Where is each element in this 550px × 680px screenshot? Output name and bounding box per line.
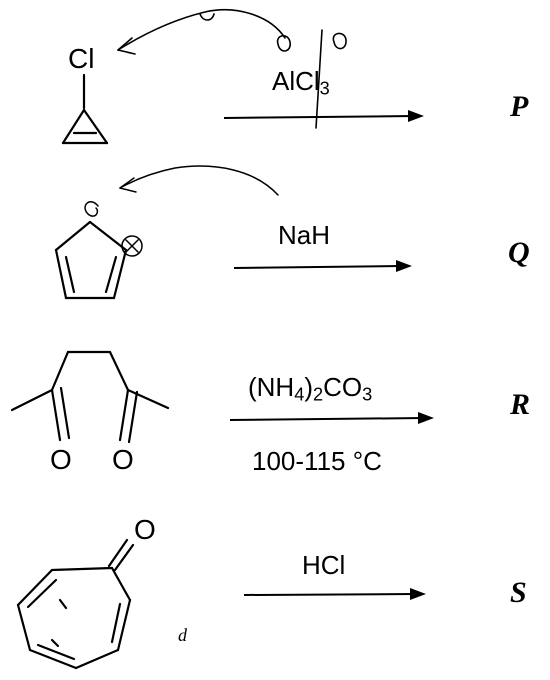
reagent-ammonium-carbonate: (NH4)2CO3 [248,372,373,405]
reagent-hcl: HCl [302,550,346,580]
reaction-condition-temperature: 100-115 °C [252,446,382,476]
chlorine-label: Cl [68,43,95,74]
oxygen-label-tropone: O [134,514,156,545]
oxygen-label-right: O [112,444,134,475]
handwritten-mark: d [178,625,187,645]
oxygen-label-left: O [50,444,72,475]
reagent-nah: NaH [278,220,331,250]
product-r: R [510,388,531,421]
product-p: P [510,90,529,123]
reagent-alcl3: AlCl3 [272,66,330,99]
product-q: Q [508,236,530,269]
product-s: S [510,576,527,609]
